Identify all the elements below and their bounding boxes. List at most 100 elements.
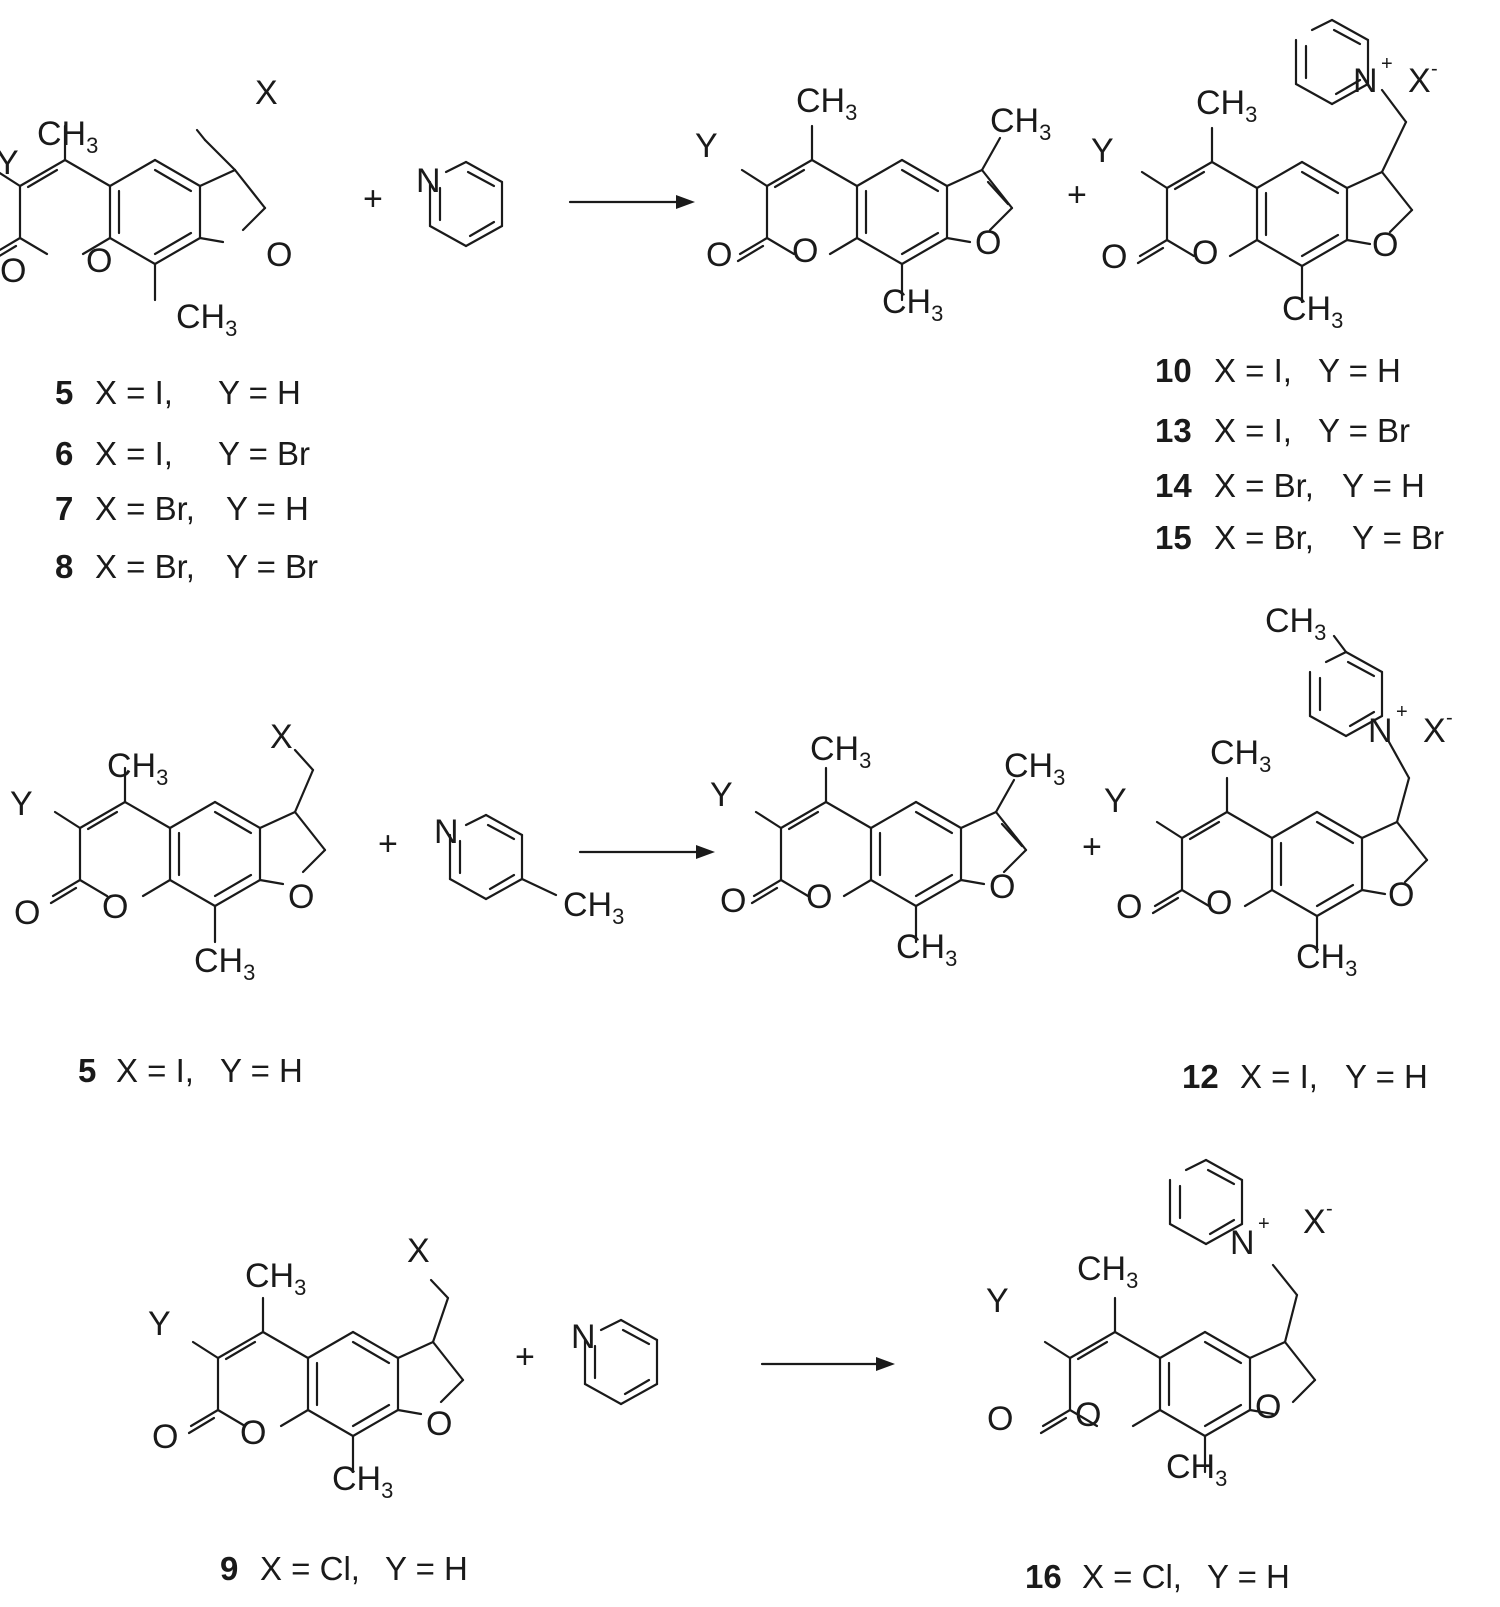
x-value: X = I, (1214, 352, 1292, 389)
y-value: Y = Br (1352, 519, 1444, 556)
product-picolinium-salt (1151, 740, 1429, 954)
ch3-label: CH3 (1004, 747, 1065, 790)
x-label: X (255, 74, 278, 112)
ch3-label: CH3 (796, 82, 857, 125)
y-label: Y (1104, 782, 1127, 820)
furan-o-label: O (1255, 1388, 1281, 1426)
furan-o-label: O (426, 1405, 452, 1443)
charge-plus: + (1381, 53, 1393, 75)
charge-plus: + (1396, 701, 1408, 723)
x-value: X = Cl, (260, 1550, 360, 1587)
pyridine-n-label: N (416, 162, 441, 200)
ch3-label: CH3 (896, 928, 957, 971)
compound-number: 14 (1155, 467, 1192, 504)
ring-o-label: O (1206, 884, 1232, 922)
y-label: Y (10, 785, 33, 823)
x-value: X = Br, (1214, 519, 1314, 556)
ch3-label: CH3 (1166, 1448, 1227, 1491)
reaction-arrow (760, 1357, 895, 1371)
furan-o-label: O (1372, 226, 1398, 264)
y-label: Y (695, 127, 718, 165)
charge-plus: + (1258, 1213, 1270, 1235)
y-value: Y = Br (218, 435, 310, 472)
plus-sign: + (1067, 176, 1087, 214)
x-value: X = I, (95, 374, 173, 411)
x-label: X (270, 718, 293, 756)
counterion-x-label: X (1303, 1203, 1326, 1241)
x-value: X = I, (1240, 1058, 1318, 1095)
y-value: Y = H (1345, 1058, 1428, 1095)
product-variants-row2: 12 X = I, Y = H (1182, 1058, 1428, 1095)
y-value: Y = H (226, 490, 309, 527)
counterion-x-label: X (1408, 62, 1431, 100)
ch3-label: CH3 (332, 1460, 393, 1503)
carbonyl-o-label: O (1101, 238, 1127, 276)
picolinium-ring (1308, 634, 1384, 738)
x-value: X = Br, (1214, 467, 1314, 504)
compound-number: 12 (1182, 1058, 1219, 1095)
compound-number: 6 (55, 435, 73, 472)
y-value: Y = H (385, 1550, 468, 1587)
furan-o-label: O (1388, 876, 1414, 914)
reactant-1 (0, 124, 267, 302)
y-value: Y = H (218, 374, 301, 411)
plus-sign: + (515, 1338, 535, 1376)
reactant-variants-row1: 5 X = I, Y = H 6 X = I, Y = Br 7 X = Br,… (55, 374, 318, 585)
product-pyridinium-salt (1136, 88, 1414, 304)
picoline-reagent (448, 813, 558, 901)
ch3-label: CH3 (1210, 734, 1271, 777)
ch3-label: CH3 (194, 942, 255, 985)
y-label: Y (986, 1282, 1009, 1320)
x-value: X = Br, (95, 548, 195, 585)
compound-number: 5 (78, 1052, 96, 1089)
carbonyl-o-label: O (14, 894, 40, 932)
x-label: X (407, 1232, 430, 1270)
x-value: X = I, (116, 1052, 194, 1089)
y-value: Y = Br (1318, 412, 1410, 449)
reactant-row3 (187, 1278, 465, 1474)
ring-o-label: O (1192, 234, 1218, 272)
y-value: Y = H (1207, 1558, 1290, 1595)
ring-o-label: O (1075, 1396, 1101, 1434)
plus-sign: + (1082, 828, 1102, 866)
furan-o-label: O (989, 868, 1015, 906)
x-value: X = I, (95, 435, 173, 472)
furan-o-label: O (975, 224, 1001, 262)
y-value: Y = H (1342, 467, 1425, 504)
carbonyl-o-label: O (987, 1400, 1013, 1438)
ch3-label: CH3 (563, 886, 624, 929)
charge-minus: - (1431, 58, 1438, 80)
carbonyl-o-label: O (720, 882, 746, 920)
pyridine-reagent (583, 1318, 659, 1406)
compound-number: 16 (1025, 1558, 1062, 1595)
ch3-label: CH3 (107, 747, 168, 790)
pyridinium-n-label: N (1353, 62, 1378, 100)
x-value: X = Br, (95, 490, 195, 527)
ch3-label: CH3 (990, 102, 1051, 145)
carbonyl-o-label: O (706, 236, 732, 274)
ch3-label: CH3 (37, 115, 98, 158)
ring-o-label: O (792, 232, 818, 270)
product-pyridinium-row3 (1039, 1263, 1317, 1474)
compound-number: 7 (55, 490, 73, 527)
carbonyl-o-label: O (152, 1418, 178, 1456)
pyridinium-n-label: N (1368, 712, 1393, 750)
ring-o-label: O (806, 878, 832, 916)
reactant-variants-row2: 5 X = I, Y = H (78, 1052, 303, 1089)
ch3-label: CH3 (245, 1257, 306, 1300)
carbonyl-o-label: O (1116, 888, 1142, 926)
compound-number: 10 (1155, 352, 1192, 389)
counterion-x-label: X (1423, 712, 1446, 750)
y-label: Y (0, 144, 19, 182)
ch3-label: CH3 (810, 730, 871, 773)
reaction-arrow (578, 845, 715, 859)
compound-number: 8 (55, 548, 73, 585)
x-value: X = I, (1214, 412, 1292, 449)
pyridine-reagent (428, 160, 504, 248)
y-value: Y = H (220, 1052, 303, 1089)
ch3-label: CH3 (176, 298, 237, 341)
pyridine-n-label: N (434, 813, 459, 851)
y-label: Y (710, 776, 733, 814)
ring-o-label: O (86, 242, 112, 280)
